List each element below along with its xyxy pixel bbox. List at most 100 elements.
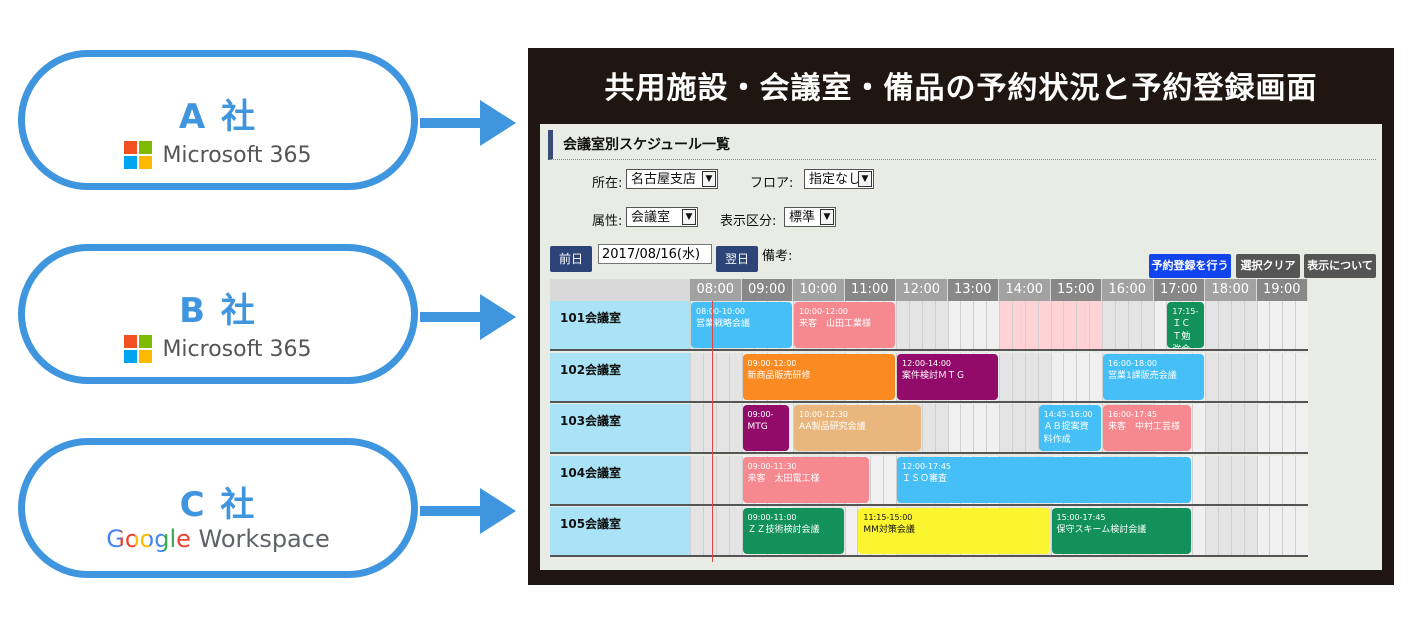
time-slot[interactable] [986, 404, 999, 452]
time-slot[interactable] [908, 301, 922, 349]
time-slot[interactable] [1217, 455, 1231, 504]
time-slot[interactable] [1295, 404, 1308, 452]
time-slot[interactable] [1217, 507, 1231, 555]
time-slot[interactable] [690, 507, 703, 555]
display-info-button[interactable]: 表示について [1304, 254, 1376, 278]
reservation-event[interactable]: 17:15-ＩＣＴ勉強会 [1167, 302, 1204, 348]
time-slot[interactable] [1037, 352, 1051, 401]
time-slot[interactable] [1102, 301, 1115, 349]
time-slot[interactable] [715, 404, 729, 452]
time-slot[interactable] [1192, 404, 1205, 452]
time-slot[interactable] [1282, 404, 1296, 452]
time-slot[interactable] [1256, 455, 1270, 504]
time-slot[interactable] [702, 455, 716, 504]
time-slot[interactable] [973, 404, 987, 452]
time-slot[interactable] [883, 455, 896, 504]
time-slot[interactable] [1114, 301, 1128, 349]
time-slot[interactable] [1269, 352, 1283, 401]
time-slot[interactable] [999, 404, 1012, 452]
time-slot[interactable] [1205, 352, 1218, 401]
time-slot[interactable] [999, 352, 1012, 401]
time-slot[interactable] [960, 404, 974, 452]
time-slot[interactable] [1243, 455, 1257, 504]
next-day-button[interactable]: 翌日 [716, 246, 758, 272]
time-slot[interactable] [1256, 352, 1270, 401]
location-select[interactable]: 名古屋支店 ▼ [626, 169, 718, 189]
time-slot[interactable] [702, 507, 716, 555]
display-select[interactable]: 標準 ▼ [784, 207, 836, 227]
time-slot[interactable] [715, 507, 729, 555]
time-slot[interactable] [921, 404, 935, 452]
time-slot[interactable] [1037, 301, 1051, 349]
time-slot[interactable] [715, 455, 729, 504]
time-slot[interactable] [1230, 404, 1244, 452]
time-slot[interactable] [870, 455, 884, 504]
date-input[interactable]: 2017/08/16(水) [598, 244, 712, 264]
time-slot[interactable] [1192, 507, 1205, 555]
clear-selection-button[interactable]: 選択クリア [1236, 254, 1300, 278]
time-slot[interactable] [1050, 352, 1064, 401]
time-slot[interactable] [1205, 507, 1218, 555]
time-slot[interactable] [702, 404, 716, 452]
time-slot[interactable] [715, 352, 729, 401]
time-slot[interactable] [896, 301, 909, 349]
time-slot[interactable] [1205, 404, 1218, 452]
time-slot[interactable] [1295, 455, 1308, 504]
time-slot[interactable] [702, 352, 716, 401]
time-slot[interactable] [1205, 301, 1218, 349]
time-slot[interactable] [1011, 352, 1025, 401]
time-slot[interactable] [973, 301, 987, 349]
time-slot[interactable] [1282, 507, 1296, 555]
time-slot[interactable] [1024, 404, 1038, 452]
time-slot[interactable] [1256, 301, 1270, 349]
time-slot[interactable] [1269, 455, 1283, 504]
time-slot[interactable] [1243, 507, 1257, 555]
time-slot[interactable] [1295, 301, 1308, 349]
time-slot[interactable] [728, 404, 742, 452]
time-slot[interactable] [934, 301, 948, 349]
time-slot[interactable] [690, 404, 703, 452]
floor-select[interactable]: 指定なし ▼ [804, 169, 874, 189]
time-slot[interactable] [986, 301, 999, 349]
reserve-button[interactable]: 予約登録を行う [1149, 254, 1231, 278]
time-slot[interactable] [1230, 507, 1244, 555]
time-slot[interactable] [1217, 301, 1231, 349]
time-slot[interactable] [690, 455, 703, 504]
time-slot[interactable] [728, 507, 742, 555]
time-slot[interactable] [844, 507, 858, 555]
time-slot[interactable] [947, 404, 961, 452]
time-slot[interactable] [921, 301, 935, 349]
time-slot[interactable] [1256, 404, 1270, 452]
time-slot[interactable] [1230, 455, 1244, 504]
time-slot[interactable] [1050, 301, 1064, 349]
time-slot[interactable] [1089, 301, 1102, 349]
reservation-event[interactable]: 09:00-MTG [742, 405, 790, 451]
time-slot[interactable] [1063, 301, 1077, 349]
time-slot[interactable] [1269, 507, 1283, 555]
time-slot[interactable] [1256, 507, 1270, 555]
time-slot[interactable] [1269, 301, 1283, 349]
time-slot[interactable] [1243, 352, 1257, 401]
time-slot[interactable] [999, 301, 1012, 349]
time-slot[interactable] [1192, 455, 1205, 504]
time-slot[interactable] [1243, 404, 1257, 452]
time-slot[interactable] [1063, 352, 1077, 401]
time-slot[interactable] [1089, 352, 1102, 401]
time-slot[interactable] [1282, 301, 1296, 349]
time-slot[interactable] [1269, 404, 1283, 452]
prev-day-button[interactable]: 前日 [550, 246, 592, 272]
time-slot[interactable] [1282, 455, 1296, 504]
time-slot[interactable] [1205, 455, 1218, 504]
time-slot[interactable] [690, 352, 703, 401]
